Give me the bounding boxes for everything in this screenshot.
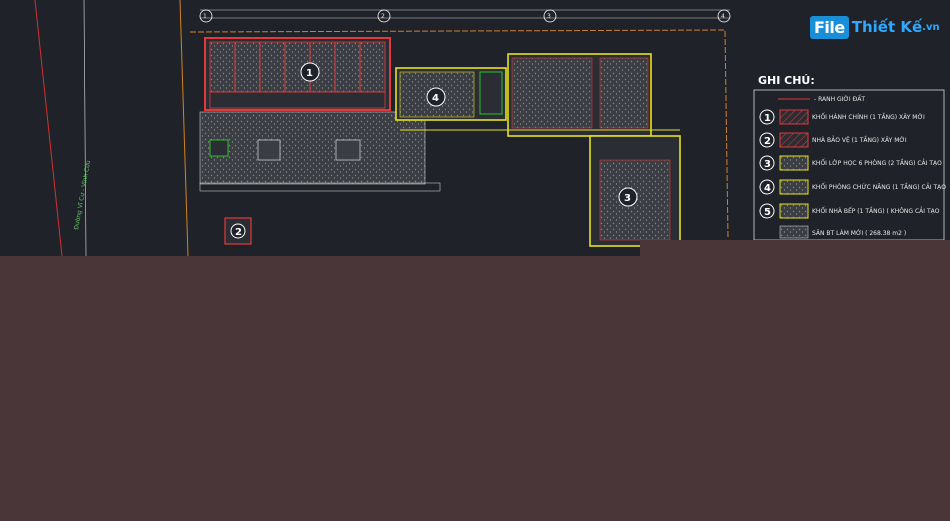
site-plan-svg: Đường Vĩ Cư - Vĩnh Cửu 1 2 3 4 <box>34 0 946 257</box>
cropped-overlay-bar <box>640 240 950 256</box>
cad-drawing-area: Đường Vĩ Cư - Vĩnh Cửu 1 2 3 4 <box>0 0 950 257</box>
boundary-line-road-2 <box>179 0 189 257</box>
legend-item-5-symbol <box>759 203 775 219</box>
boundary-line-road <box>83 0 87 257</box>
legend-item-1-swatch <box>779 109 809 125</box>
legend-item-4-number: 4 <box>764 183 771 194</box>
grid-marker-3-label: 3 <box>547 13 551 20</box>
grid-marker-4 <box>717 9 731 23</box>
legend-item-1-number: 1 <box>764 113 771 124</box>
svg-text:2: 2 <box>235 227 242 238</box>
legend-item-3-text: KHỐI LỚP HỌC 6 PHÒNG (2 TẦNG) CẢI TẠO <box>812 159 942 167</box>
logo-domain-text: .vn <box>922 21 940 33</box>
legend-item-4-swatch <box>779 179 809 195</box>
legend-item-0-text: - RANH GIỚI ĐẤT <box>814 95 865 103</box>
legend-item-3-symbol <box>759 155 775 171</box>
legend-item-3-number: 3 <box>764 159 771 170</box>
logo-brand-text: Thiết Kế <box>851 18 923 36</box>
grid-marker-2-label: 2 <box>381 13 385 20</box>
empty-lower-area <box>0 256 950 521</box>
legend-item-6-swatch <box>779 225 809 239</box>
legend: GHI CHÚ: - RANH GIỚI ĐẤT 1 KHỐI HÀNH CHÍ… <box>753 74 946 241</box>
legend-title: GHI CHÚ: <box>758 74 815 87</box>
block-2-guard-house: 2 <box>224 217 252 245</box>
grid-marker-2 <box>377 9 391 23</box>
boundary-line-left <box>34 0 63 257</box>
legend-item-2-number: 2 <box>764 136 771 147</box>
courtyard <box>199 111 441 192</box>
block-5-kitchen <box>400 53 680 137</box>
legend-item-4-symbol <box>759 179 775 195</box>
grid-marker-1-label: 1 <box>203 13 207 20</box>
grid-markers: 1 2 3 4 <box>199 9 731 23</box>
legend-item-4-text: KHỐI PHÒNG CHỨC NĂNG (1 TẦNG) CẢI TẠO <box>812 183 946 191</box>
legend-item-5-text: KHỐI NHÀ BẾP (1 TẦNG) ( KHÔNG CẢI TẠO <box>812 207 940 215</box>
filethietke-logo[interactable]: File Thiết Kế .vn <box>810 12 940 42</box>
legend-item-3-swatch <box>779 155 809 171</box>
grid-marker-1 <box>199 9 213 23</box>
legend-item-2-swatch <box>779 132 809 148</box>
legend-item-5-swatch <box>779 203 809 219</box>
block-4-function: 4 <box>395 67 507 121</box>
svg-text:4: 4 <box>432 93 439 104</box>
block-1-administration: 1 <box>204 37 391 111</box>
legend-item-5-number: 5 <box>764 207 771 218</box>
svg-text:1: 1 <box>306 68 313 79</box>
grid-marker-4-label: 4 <box>721 13 725 20</box>
road-label: Đường Vĩ Cư - Vĩnh Cửu <box>73 160 92 231</box>
legend-item-1-symbol <box>759 109 775 125</box>
site-boundary <box>189 29 729 239</box>
legend-item-6-text: SÂN BT LÀM MỚI ( 268.38 m2 ) <box>812 230 906 237</box>
legend-item-1-text: KHỐI HÀNH CHÍNH (1 TẦNG) XÂY MỚI <box>812 113 925 121</box>
legend-item-2-text: NHÀ BẢO VỆ (1 TẦNG) XÂY MỚI <box>812 136 907 144</box>
grid-marker-3 <box>543 9 557 23</box>
block-3-classroom: 3 <box>589 135 681 247</box>
legend-item-2-symbol <box>759 132 775 148</box>
svg-text:3: 3 <box>624 193 631 204</box>
logo-file-text: File <box>810 15 849 39</box>
